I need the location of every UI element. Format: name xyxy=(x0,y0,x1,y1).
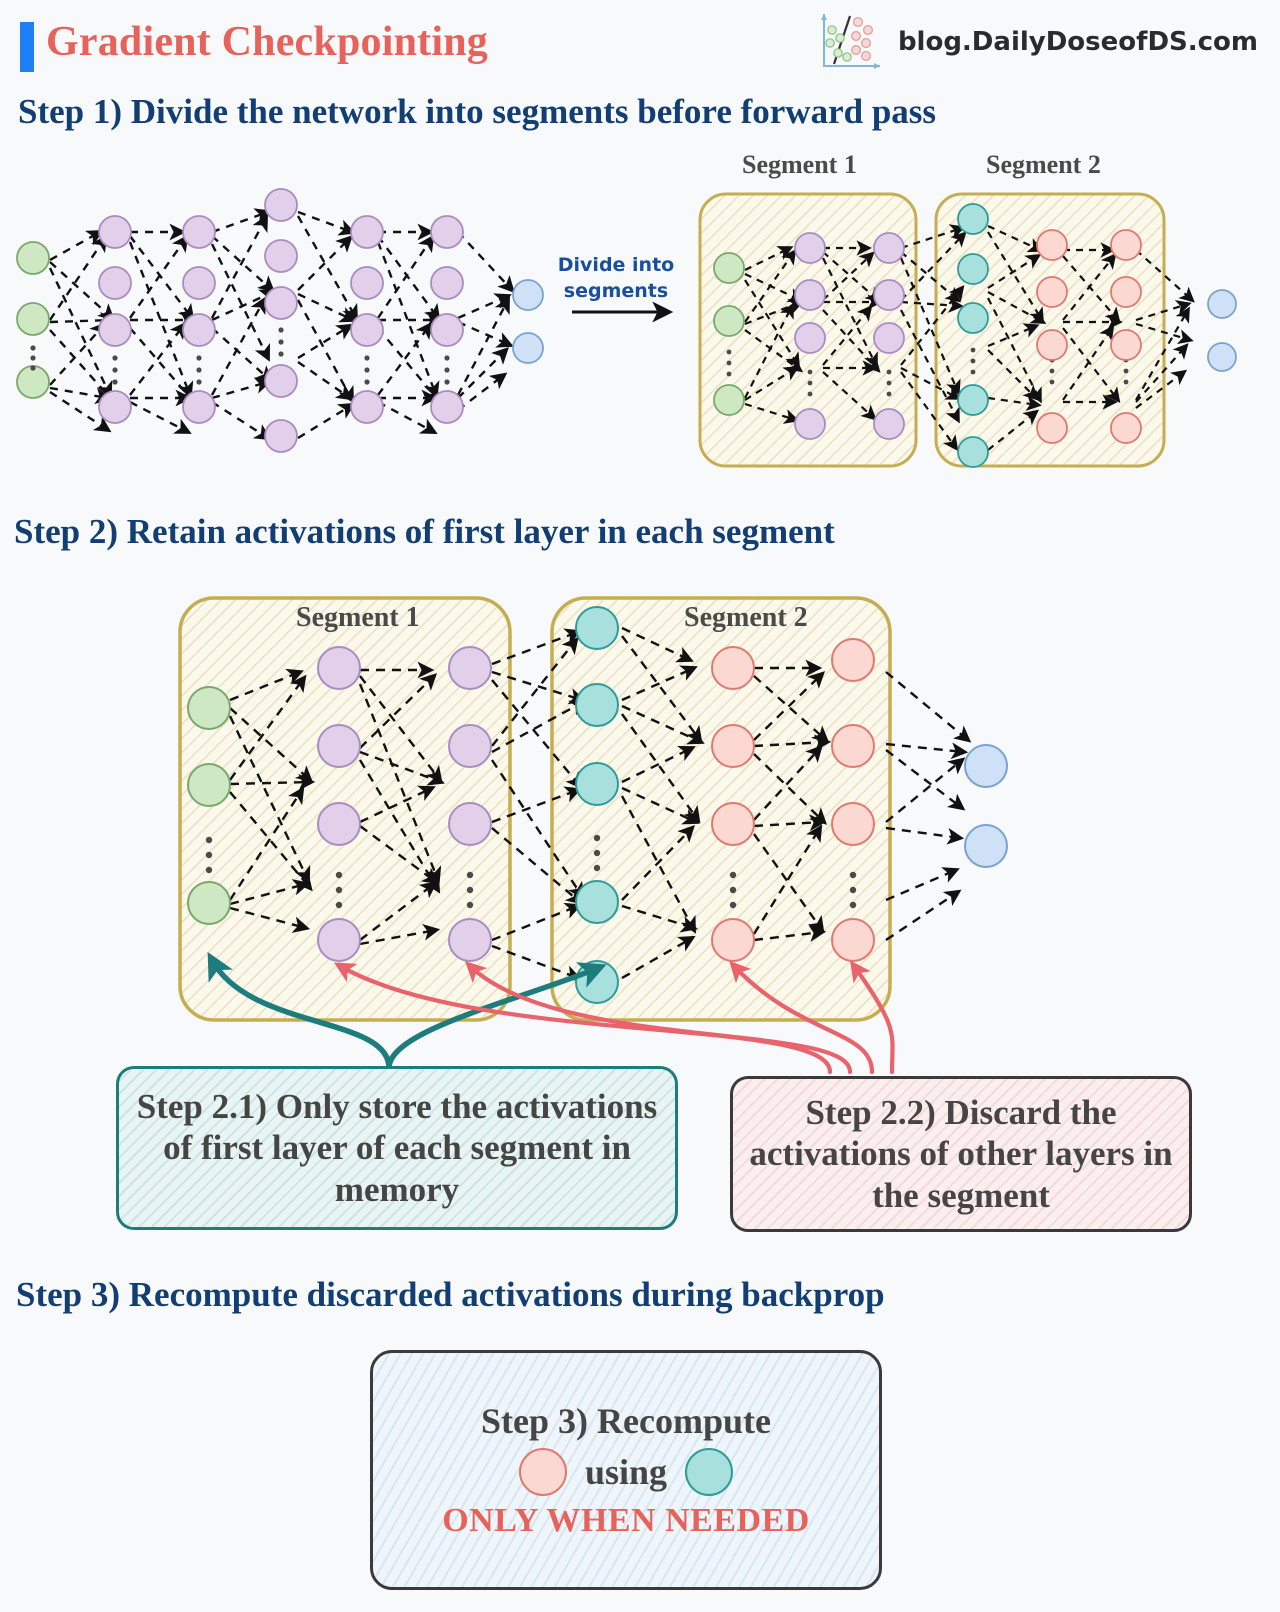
step1-output-nodes-right xyxy=(1207,289,1237,372)
page-header: Gradient Checkpointing blog.DailyDoseofD xyxy=(0,0,1280,88)
checkpoint-node-legend-icon xyxy=(685,1448,734,1496)
step2-seg1-dots xyxy=(335,871,474,909)
step1-seg2-checkpoint-nodes xyxy=(957,203,989,468)
step1-output-nodes xyxy=(512,279,544,364)
step1-seg1-dots xyxy=(807,369,892,397)
page-title: Gradient Checkpointing xyxy=(46,19,488,65)
step3-heading: Step 3) Recompute discarded activations … xyxy=(16,1275,885,1314)
step1-hidden-nodes xyxy=(98,188,464,453)
step1-edges xyxy=(48,208,515,441)
step1-segment1-title: Segment 1 xyxy=(742,150,857,179)
step1-heading: Step 1) Divide the network into segments… xyxy=(18,92,937,131)
discarded-node-legend-icon xyxy=(518,1448,567,1496)
step1-segment-edges xyxy=(744,224,1195,452)
step2-discarded-nodes xyxy=(711,638,875,962)
step2-segment2-title: Segment 2 xyxy=(684,602,808,633)
callout-step-2-1: Step 2.1) Only store the activations of … xyxy=(116,1066,678,1230)
store-activation-arrows xyxy=(207,951,607,1071)
step2-input-nodes xyxy=(187,686,231,925)
step3-connector-word: using xyxy=(584,1452,668,1492)
step2-heading: Step 2) Retain activations of first laye… xyxy=(14,512,835,551)
step2-segment1-title: Segment 1 xyxy=(296,602,420,633)
discard-activation-arrows xyxy=(333,960,895,1075)
step1-ellipsis-dots xyxy=(112,327,450,385)
step2-checkpoint-nodes xyxy=(575,606,619,1004)
step1-seg2-dots xyxy=(970,347,1129,385)
step1-input-nodes xyxy=(16,241,50,399)
step2-output-nodes xyxy=(964,744,1008,868)
title-accent-bar xyxy=(20,22,34,72)
step2-seg1-hidden-nodes xyxy=(317,646,492,962)
brand-label: blog.DailyDoseofDS.com xyxy=(897,27,1258,57)
callout-step-2-2: Step 2.2) Discard the activations of oth… xyxy=(730,1076,1192,1232)
step3-legend-row: using xyxy=(518,1448,734,1496)
scatter-plot-icon xyxy=(820,14,880,69)
step2-edges xyxy=(228,626,972,982)
step1-seg1-hidden-nodes xyxy=(794,232,905,440)
step2-seg2-dots xyxy=(593,834,857,909)
step3-emphasis: ONLY WHEN NEEDED xyxy=(442,1502,810,1539)
step1-seg2-discarded-nodes xyxy=(1036,229,1142,444)
step3-line1: Step 3) Recompute xyxy=(481,1401,771,1441)
divide-into-segments-label: Divide into segments xyxy=(557,254,675,302)
step1-segment2-title: Segment 2 xyxy=(986,150,1101,179)
step1-seg1-input-nodes xyxy=(713,252,745,416)
step3-summary-box: Step 3) Recompute using ONLY WHEN NEEDED xyxy=(370,1350,882,1590)
brand-block: blog.DailyDoseofDS.com xyxy=(816,10,1258,74)
